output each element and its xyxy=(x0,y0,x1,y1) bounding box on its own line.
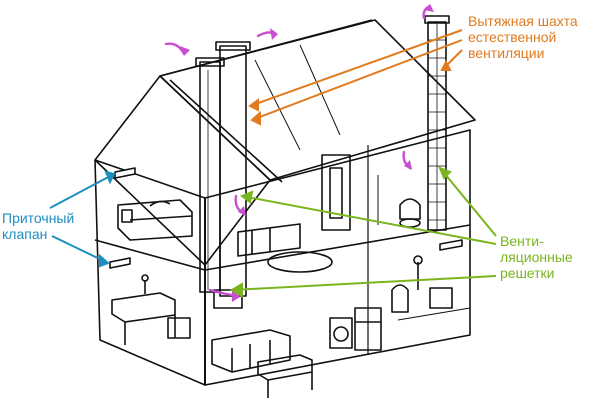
label-supply-line-2: клапан xyxy=(2,226,48,242)
roof xyxy=(94,19,476,266)
label-grilles-line-1: Венти- xyxy=(500,233,544,249)
label-vent-grilles: Венти- ляционные решетки xyxy=(500,233,573,281)
label-exhaust-line-1: Вытяжная шахта xyxy=(468,13,578,29)
label-grilles-line-3: решетки xyxy=(500,265,555,281)
kitchen xyxy=(211,289,313,398)
supply-valve-upper xyxy=(114,167,136,179)
exhaust-leader-lines xyxy=(248,29,463,126)
label-supply-valve: Приточный клапан xyxy=(2,210,74,242)
label-grilles-line-2: ляционные xyxy=(500,249,573,265)
exhaust-shaft-right xyxy=(424,15,450,231)
bedroom-furniture xyxy=(117,199,193,241)
airflow-arrowheads xyxy=(180,4,434,302)
supply-valve-right xyxy=(439,239,463,251)
label-exhaust-line-2: естественной xyxy=(468,29,557,45)
label-supply-line-1: Приточный xyxy=(2,210,75,226)
grille-leader-lines xyxy=(230,166,497,298)
upper-middle-room xyxy=(237,154,351,273)
ground-left-room xyxy=(111,274,191,345)
utility-room xyxy=(329,255,471,351)
bathroom xyxy=(377,175,421,228)
supply-valve-lower xyxy=(109,257,131,269)
supply-leader-lines xyxy=(49,170,116,268)
house-walls xyxy=(94,129,471,386)
label-exhaust-shaft: Вытяжная шахта естественной вентиляции xyxy=(468,13,578,61)
label-exhaust-line-3: вентиляции xyxy=(468,45,545,61)
